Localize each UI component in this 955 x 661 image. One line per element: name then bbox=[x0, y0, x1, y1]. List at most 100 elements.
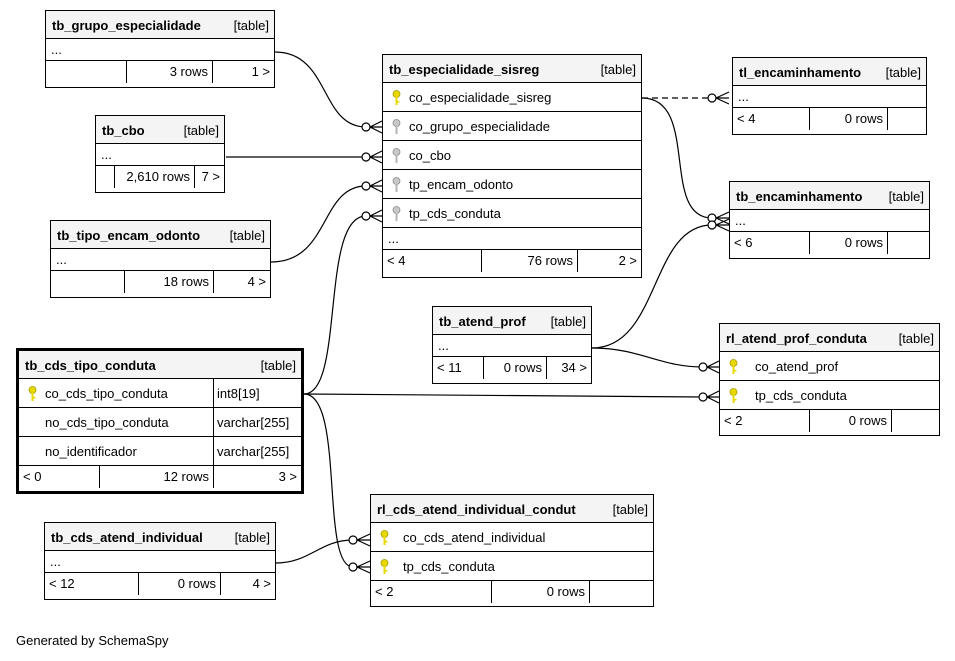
more-columns: ... bbox=[730, 210, 929, 232]
column-name: tp_cds_conduta bbox=[755, 388, 847, 403]
crowfoot-mark bbox=[706, 360, 720, 374]
row-count: 0 rows bbox=[483, 357, 546, 379]
more-columns: ... bbox=[96, 144, 224, 166]
children-count: 3 > bbox=[213, 466, 301, 488]
parents-count bbox=[46, 61, 126, 83]
table-footer: < 4 0 rows bbox=[733, 108, 926, 130]
row-count: 18 rows bbox=[124, 271, 213, 293]
link-cdstipo-rlatend bbox=[303, 393, 704, 398]
column-name: tp_cds_conduta bbox=[409, 206, 501, 221]
table-kind: [table] bbox=[260, 358, 296, 373]
table-header: tb_atend_prof [table] bbox=[433, 307, 591, 335]
table-kind: [table] bbox=[550, 314, 586, 329]
table-kind: [table] bbox=[612, 502, 648, 517]
crowfoot-mark bbox=[715, 91, 730, 105]
table-kind: [table] bbox=[898, 331, 934, 346]
link-end-circle bbox=[361, 211, 371, 221]
table-name: tb_cds_atend_individual bbox=[51, 530, 203, 545]
table-tb-grupo-especialidade[interactable]: tb_grupo_especialidade [table] ... 3 row… bbox=[45, 10, 275, 88]
crowfoot-mark bbox=[715, 218, 730, 232]
primary-key-icon bbox=[380, 559, 389, 574]
primary-key-icon bbox=[729, 359, 738, 374]
parents-count: < 2 bbox=[375, 584, 394, 599]
table-footer: 3 rows 1 > bbox=[46, 61, 274, 83]
column-name: tp_encam_odonto bbox=[409, 177, 514, 192]
parents-count: < 0 bbox=[23, 469, 42, 484]
more-columns: ... bbox=[383, 228, 641, 250]
row-count: 0 rows bbox=[809, 108, 887, 130]
table-footer: < 12 0 rows 4 > bbox=[45, 573, 275, 595]
table-tb-especialidade-sisreg[interactable]: tb_especialidade_sisreg [table] co_espec… bbox=[382, 54, 642, 278]
generated-by-credit: Generated by SchemaSpy bbox=[16, 633, 169, 648]
column-row: co_cbo bbox=[383, 141, 641, 170]
more-columns: ... bbox=[45, 551, 275, 573]
link-end-circle bbox=[348, 562, 358, 572]
table-header: tb_cds_atend_individual [table] bbox=[45, 523, 275, 551]
foreign-key-icon bbox=[392, 177, 401, 192]
row-count: 2,610 rows bbox=[114, 166, 194, 188]
primary-key-icon bbox=[380, 530, 389, 545]
column-row: tp_cds_conduta bbox=[720, 381, 939, 410]
table-header: tb_cds_tipo_conduta [table] bbox=[19, 351, 301, 379]
children-count: 4 > bbox=[213, 271, 270, 293]
table-header: tb_especialidade_sisreg [table] bbox=[383, 55, 641, 83]
link-end-circle bbox=[698, 362, 708, 372]
table-footer: < 0 12 rows 3 > bbox=[19, 466, 301, 488]
parents-count: < 11 bbox=[437, 360, 462, 375]
children-count bbox=[589, 581, 653, 603]
children-count: 1 > bbox=[212, 61, 274, 83]
foreign-key-icon bbox=[392, 148, 401, 163]
table-name: tb_cbo bbox=[102, 123, 145, 138]
primary-key-icon bbox=[28, 386, 37, 401]
link-cdstipo-sisreg bbox=[303, 215, 367, 395]
column-name: co_cds_atend_individual bbox=[403, 530, 546, 545]
table-tb-encaminhamento[interactable]: tb_encaminhamento [table] ... < 6 0 rows bbox=[729, 181, 930, 259]
table-header: tb_tipo_encam_odonto [table] bbox=[51, 221, 270, 249]
table-footer: < 4 76 rows 2 > bbox=[383, 250, 641, 272]
table-header: rl_cds_atend_individual_condut [table] bbox=[371, 495, 653, 523]
table-tb-tipo-encam-odonto[interactable]: tb_tipo_encam_odonto [table] ... 18 rows… bbox=[50, 220, 271, 298]
more-columns: ... bbox=[433, 335, 591, 357]
column-type: varchar[255] bbox=[213, 408, 301, 436]
column-row: co_grupo_especialidade bbox=[383, 112, 641, 141]
table-tb-cbo[interactable]: tb_cbo [table] ... 2,610 rows 7 > bbox=[95, 115, 225, 193]
table-tb-cds-tipo-conduta[interactable]: tb_cds_tipo_conduta [table] co_cds_tipo_… bbox=[16, 348, 304, 494]
parents-count: < 4 bbox=[387, 253, 406, 268]
column-name: tp_cds_conduta bbox=[403, 559, 495, 574]
link-atendprof-rlatend bbox=[591, 347, 704, 368]
table-tl-encaminhamento[interactable]: tl_encaminhamento [table] ... < 4 0 rows bbox=[732, 57, 927, 135]
table-tb-cds-atend-individual[interactable]: tb_cds_atend_individual [table] ... < 12… bbox=[44, 522, 276, 600]
primary-key-icon bbox=[729, 388, 738, 403]
table-tb-atend-prof[interactable]: tb_atend_prof [table] ... < 11 0 rows 34… bbox=[432, 306, 592, 384]
row-count: 0 rows bbox=[491, 581, 589, 603]
column-name: co_cds_tipo_conduta bbox=[45, 386, 168, 401]
row-count: 76 rows bbox=[481, 250, 577, 272]
crowfoot-mark bbox=[369, 120, 383, 134]
column-row: no_identificador varchar[255] bbox=[19, 437, 301, 466]
table-header: tb_grupo_especialidade [table] bbox=[46, 11, 274, 39]
foreign-key-icon bbox=[392, 119, 401, 134]
table-rl-atend-prof-conduta[interactable]: rl_atend_prof_conduta [table] co_atend_p… bbox=[719, 323, 940, 436]
column-name: no_cds_tipo_conduta bbox=[45, 415, 169, 430]
row-count: 12 rows bbox=[99, 466, 213, 488]
column-name: co_grupo_especialidade bbox=[409, 119, 550, 134]
table-name: tb_tipo_encam_odonto bbox=[57, 228, 201, 243]
column-row: tp_cds_conduta bbox=[371, 552, 653, 581]
column-name: co_especialidade_sisreg bbox=[409, 90, 552, 105]
table-name: rl_cds_atend_individual_condut bbox=[377, 502, 576, 517]
table-rl-cds-atend-individual-condut[interactable]: rl_cds_atend_individual_condut [table] c… bbox=[370, 494, 654, 607]
more-columns: ... bbox=[46, 39, 274, 61]
children-count: 34 > bbox=[546, 357, 591, 379]
table-kind: [table] bbox=[229, 228, 265, 243]
table-name: tl_encaminhamento bbox=[739, 65, 862, 80]
row-count: 3 rows bbox=[126, 61, 212, 83]
link-end-circle bbox=[361, 152, 371, 162]
children-count: 2 > bbox=[577, 250, 641, 272]
children-count bbox=[891, 410, 939, 432]
crowfoot-mark bbox=[369, 209, 383, 223]
column-row: co_atend_prof bbox=[720, 352, 939, 381]
link-end-circle bbox=[348, 535, 358, 545]
children-count bbox=[887, 108, 926, 130]
children-count bbox=[887, 232, 929, 254]
